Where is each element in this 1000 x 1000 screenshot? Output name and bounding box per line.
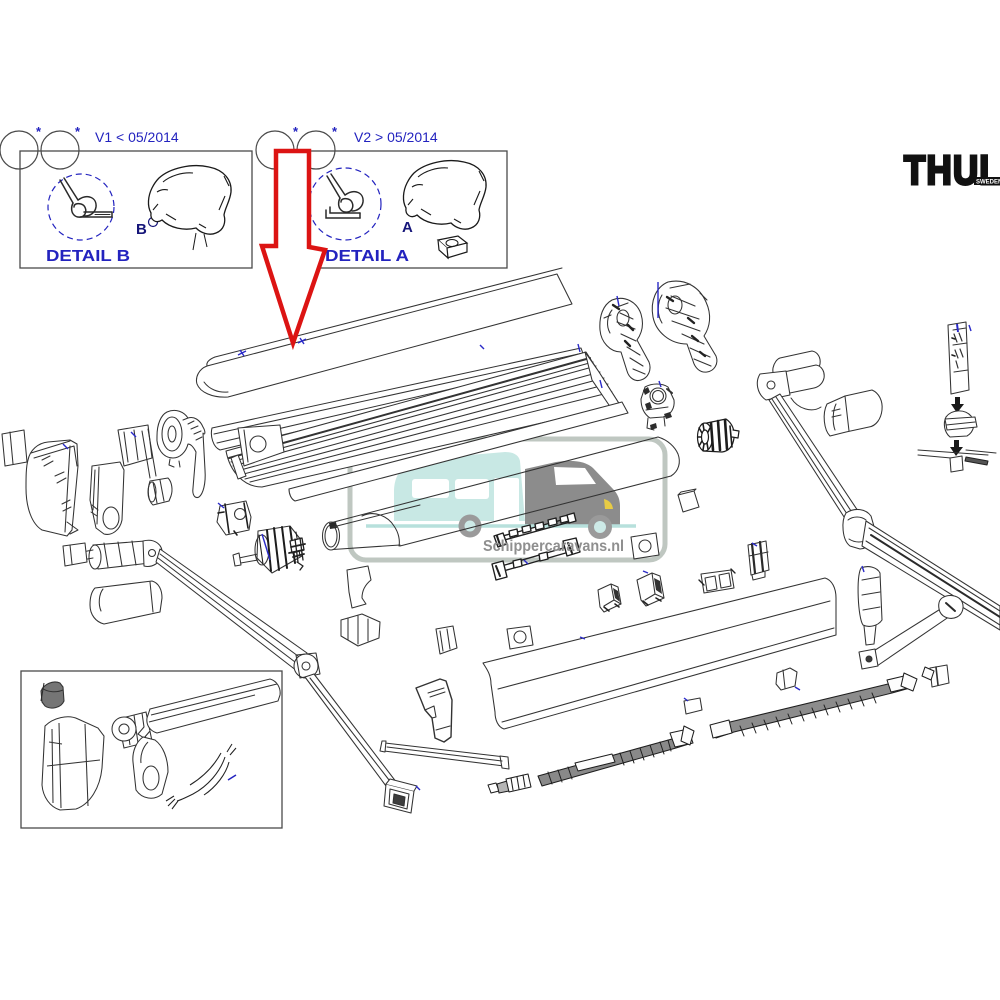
svg-text:V2 > 05/2014: V2 > 05/2014: [354, 129, 438, 145]
svg-text:*: *: [293, 124, 299, 139]
svg-text:A: A: [402, 219, 413, 236]
svg-text:Schippercaravans.nl: Schippercaravans.nl: [483, 538, 624, 555]
svg-text:DETAIL B: DETAIL B: [46, 248, 130, 265]
svg-text:B: B: [136, 221, 147, 238]
svg-text:SWEDEN: SWEDEN: [976, 180, 1000, 186]
svg-text:THULE: THULE: [904, 148, 1000, 193]
svg-text:DETAIL A: DETAIL A: [325, 248, 410, 265]
svg-text:*: *: [36, 124, 42, 139]
svg-text:*: *: [75, 124, 81, 139]
svg-text:*: *: [332, 124, 338, 139]
svg-text:V1 < 05/2014: V1 < 05/2014: [95, 129, 179, 145]
